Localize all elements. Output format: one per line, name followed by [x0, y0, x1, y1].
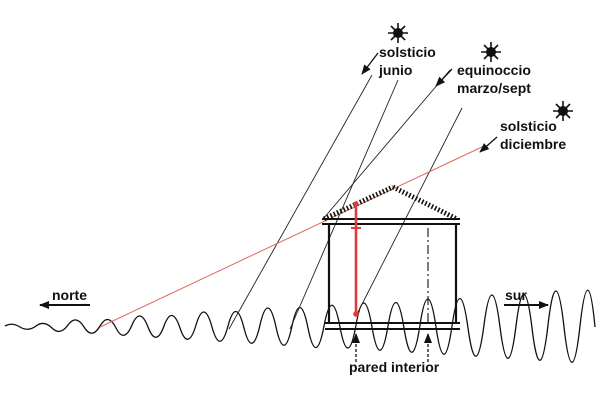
label-equinox-line2: marzo/sept: [457, 80, 531, 96]
ray-june-outer: [228, 74, 373, 330]
label-solstice-december-line1: solsticio: [500, 118, 557, 134]
ray-equinox-outer: [322, 69, 451, 220]
sun-icon: [553, 101, 573, 121]
label-solstice-june-line1: solsticio: [379, 44, 436, 60]
roof-slope-left: [322, 184, 395, 222]
ground-line: [4, 289, 596, 363]
sun-icon: [388, 23, 408, 43]
plumb-bob: [353, 311, 359, 317]
arrow-icon: [361, 52, 379, 75]
ray-equinox-inner: [355, 107, 463, 317]
label-equinox-line1: equinoccio: [457, 62, 531, 78]
label-solstice-june-line2: junio: [378, 62, 412, 78]
arrow-icon: [435, 68, 453, 87]
ray-december: [99, 145, 485, 328]
label-solstice-december-line2: diciembre: [500, 136, 566, 152]
label-north: norte: [52, 287, 87, 303]
label-south: sur: [505, 287, 527, 303]
roof-slope-right: [391, 184, 459, 222]
plumb-top-dot: [353, 201, 359, 207]
sun-icon: [481, 42, 501, 62]
arrow-icon: [479, 136, 498, 153]
label-inner-wall: pared interior: [349, 359, 440, 375]
ray-june-inner: [289, 79, 399, 330]
